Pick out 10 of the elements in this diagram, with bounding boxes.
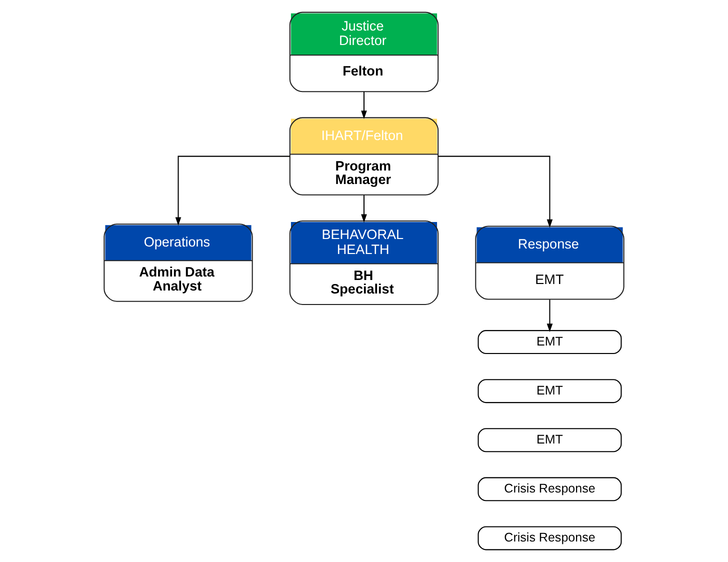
arrow bbox=[361, 195, 367, 223]
arrow bbox=[438, 156, 553, 228]
node-box: EMT bbox=[478, 330, 622, 354]
arrow bbox=[546, 300, 553, 332]
arrow bbox=[175, 156, 290, 226]
node-box: EMT bbox=[478, 428, 622, 452]
node-box: Crisis Response bbox=[478, 526, 622, 550]
arrow bbox=[361, 92, 367, 119]
node-box: EMT bbox=[478, 379, 622, 404]
node-box: Crisis Response bbox=[478, 477, 622, 502]
